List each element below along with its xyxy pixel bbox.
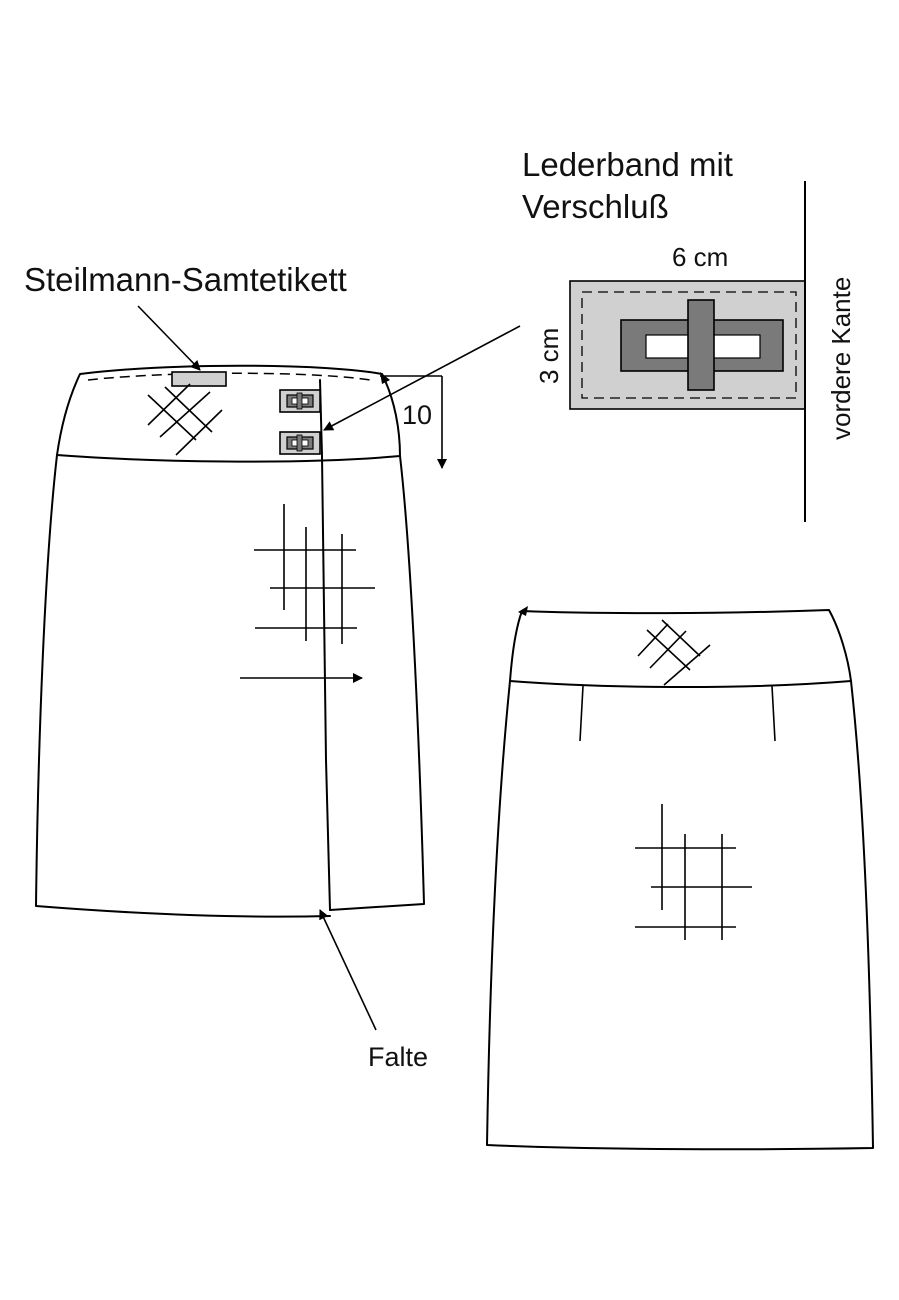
front-diamond-motif [147, 383, 223, 456]
back-waistband [509, 609, 852, 689]
clasp-bar [687, 299, 715, 391]
measurement-10: 10 [380, 372, 447, 469]
back-skirt [486, 606, 874, 1151]
front-waistband-stitch [87, 372, 371, 381]
back-dart-left [579, 685, 584, 742]
label-tag-text: Steilmann-Samtetikett [24, 261, 347, 298]
leather-band-title-1: Lederband mit [522, 146, 733, 183]
front-skirt-body [35, 454, 331, 918]
height-label: 3 cm [534, 328, 564, 384]
back-diamond-motif [637, 619, 711, 686]
back-marker [518, 606, 528, 616]
closure-top [279, 389, 321, 413]
back-dart-right [771, 685, 776, 742]
wrap-overlap-line [319, 379, 331, 911]
measure-label: 10 [402, 400, 432, 430]
closure-callout-line [323, 325, 521, 431]
front-waistband [56, 364, 401, 463]
closure-bottom [279, 431, 321, 455]
pleat-callout: Falte [319, 909, 428, 1072]
label-callout: Steilmann-Samtetikett [24, 261, 347, 371]
velvet-label [171, 371, 227, 387]
front-edge-label: vordere Kante [826, 277, 856, 440]
leather-band-title-2: Verschluß [522, 188, 669, 225]
width-label: 6 cm [672, 242, 728, 272]
leather-band-detail: Lederband mit Verschluß 6 cm 3 cm vorder… [522, 146, 856, 522]
front-plaid-motif [254, 504, 375, 644]
back-plaid-motif [635, 804, 752, 940]
front-skirt [35, 364, 425, 918]
front-skirt-right-side [329, 455, 425, 911]
pleat-label: Falte [368, 1042, 428, 1072]
back-skirt-body [486, 680, 874, 1151]
